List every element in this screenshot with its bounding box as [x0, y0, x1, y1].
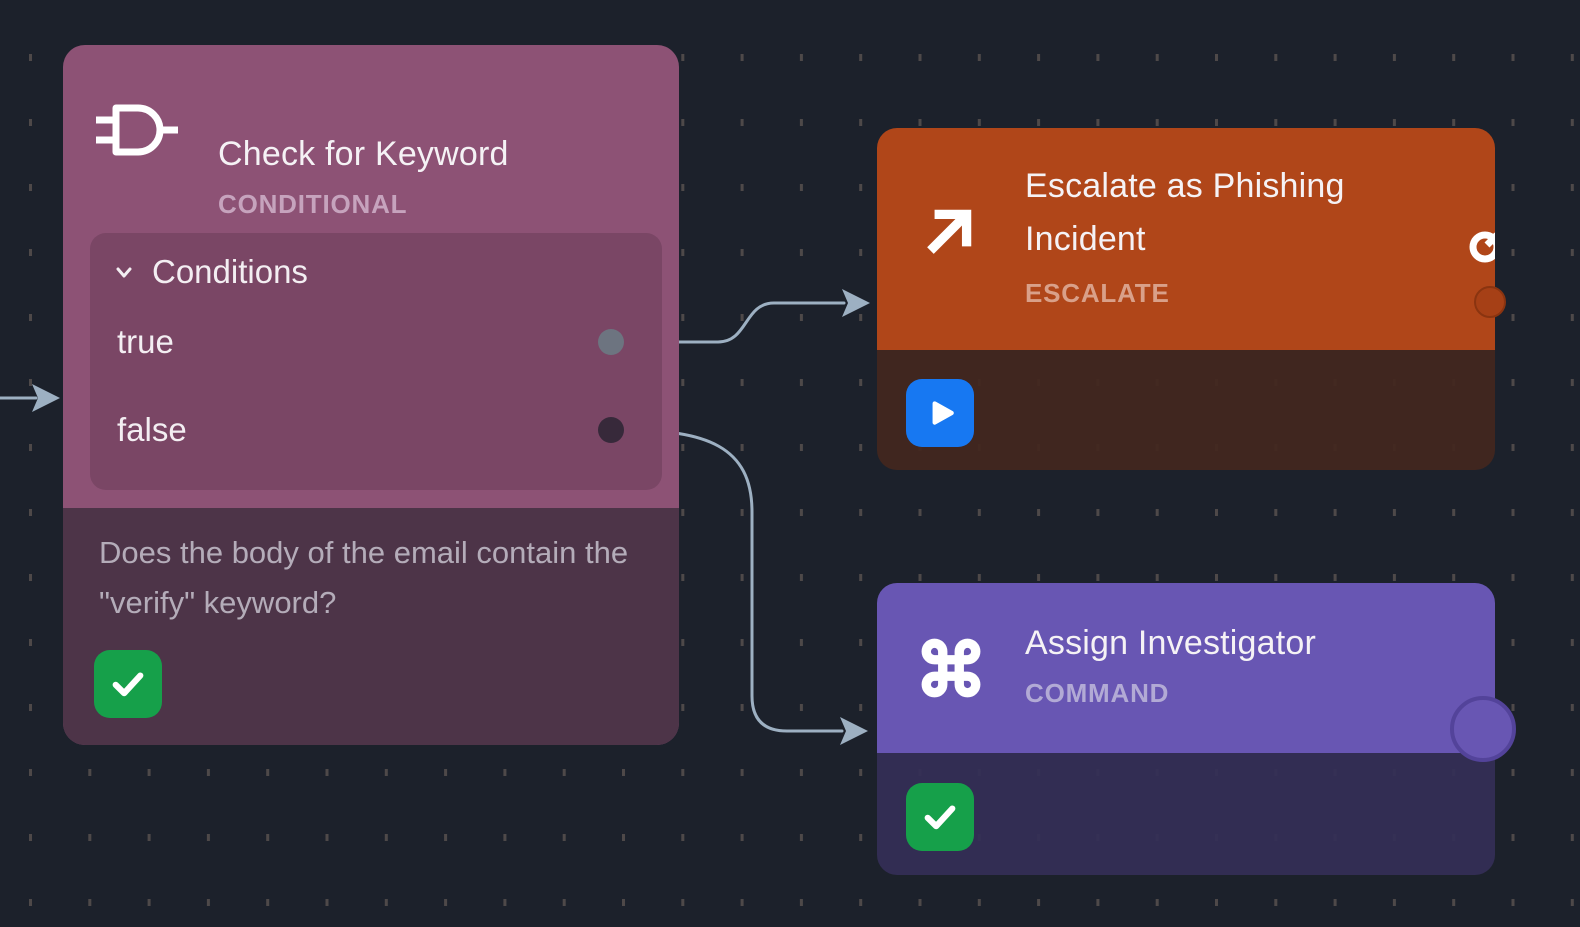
play-icon: [923, 396, 957, 430]
status-success-badge: [906, 783, 974, 851]
logic-gate-icon: [96, 98, 184, 162]
node-title: Escalate as Phishing Incident: [1025, 167, 1345, 258]
clipped-ring-icon: [1463, 225, 1495, 269]
node-title: Check for Keyword: [218, 135, 509, 173]
chevron-down-icon: [110, 258, 138, 286]
arrowhead-true: [842, 289, 870, 317]
node-type-label: ESCALATE: [1025, 278, 1170, 308]
escalate-node-body: [877, 350, 1495, 470]
node-check-for-keyword[interactable]: Check for Keyword CONDITIONAL Conditions…: [63, 45, 679, 745]
node-title: Assign Investigator: [1025, 624, 1317, 662]
node-escalate-as-phishing-incident[interactable]: Escalate as Phishing Incident ESCALATE: [877, 128, 1495, 470]
status-success-badge: [94, 650, 162, 718]
node-description: Does the body of the email contain the "…: [99, 535, 629, 620]
node-assign-investigator[interactable]: Assign Investigator COMMAND: [877, 583, 1495, 875]
assign-node-header: Assign Investigator COMMAND: [877, 583, 1495, 753]
escalate-node-header: Escalate as Phishing Incident ESCALATE: [877, 128, 1495, 350]
output-port-true[interactable]: [598, 329, 624, 355]
output-port-false[interactable]: [598, 417, 624, 443]
command-icon: [918, 635, 984, 701]
arrowhead-false: [840, 717, 868, 745]
assign-connector-circle[interactable]: [1450, 696, 1516, 762]
play-button[interactable]: [906, 379, 974, 447]
escalate-output-port[interactable]: [1474, 286, 1506, 318]
check-icon: [920, 797, 960, 837]
arrow-up-right-icon: [917, 202, 979, 264]
edge-false-to-assign: [622, 428, 844, 733]
check-node-body: Does the body of the email contain the "…: [63, 508, 679, 745]
arrowhead-incoming: [32, 384, 60, 412]
conditions-panel: Conditions true false: [90, 233, 662, 490]
conditions-toggle[interactable]: Conditions: [110, 253, 308, 291]
assign-node-body: [877, 753, 1495, 875]
node-type-label: CONDITIONAL: [218, 189, 408, 219]
check-icon: [108, 664, 148, 704]
output-label-true: true: [117, 323, 174, 360]
node-type-label: COMMAND: [1025, 678, 1170, 708]
output-label-false: false: [117, 411, 187, 448]
edge-true-to-escalate: [622, 301, 846, 344]
conditions-label: Conditions: [152, 253, 308, 290]
